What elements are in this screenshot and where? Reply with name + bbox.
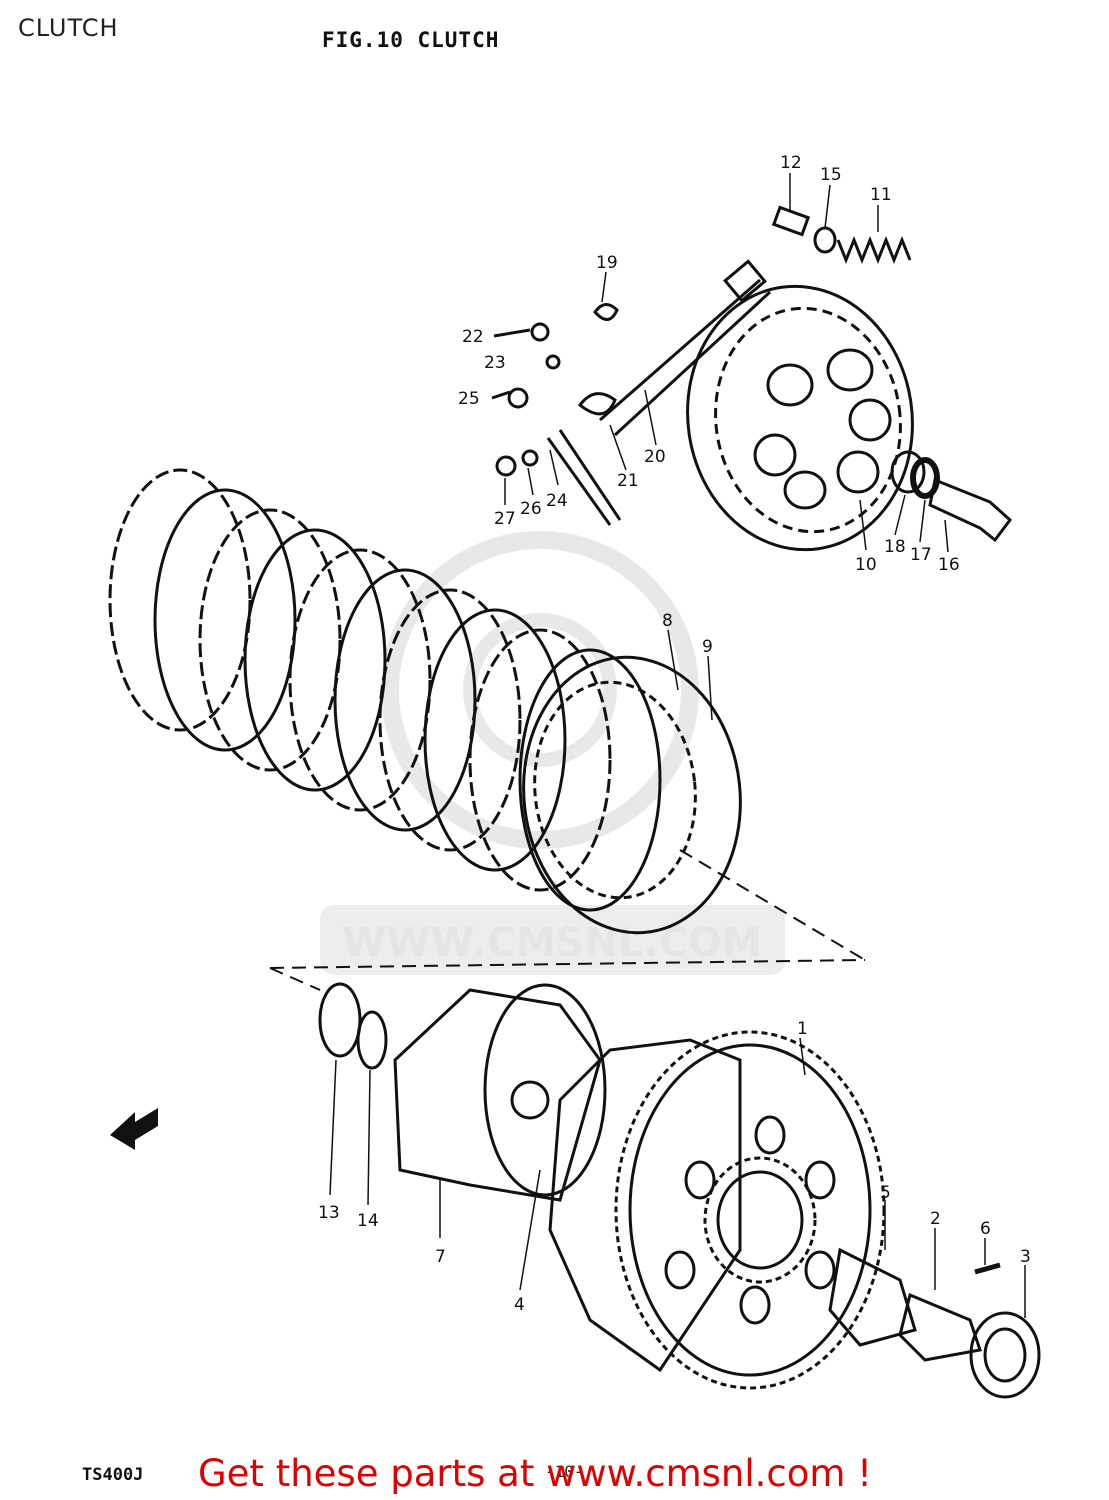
model-code: TS400J — [82, 1465, 144, 1485]
cta-link[interactable]: Get these parts at www.cmsnl.com ! — [198, 1452, 873, 1495]
callout-18: 18 — [884, 537, 906, 557]
callout-8: 8 — [662, 611, 673, 631]
callout-14: 14 — [357, 1211, 379, 1231]
clutch-plate-stack — [108, 468, 742, 935]
direction-arrow-icon — [110, 1108, 158, 1150]
spring-bolt-washer — [771, 205, 912, 265]
page-number: -10- — [545, 1462, 584, 1481]
section-label: CLUTCH — [18, 14, 119, 42]
assembly-guide-lines — [269, 849, 866, 991]
callout-21: 21 — [617, 471, 639, 491]
release-shaft — [546, 259, 772, 526]
small-fasteners — [491, 303, 619, 477]
leader-lines — [329, 173, 1026, 1318]
callout-25: 25 — [458, 389, 480, 409]
figure-title: FIG.10 CLUTCH — [322, 28, 500, 52]
callout-23: 23 — [484, 353, 506, 373]
callout-16: 16 — [938, 555, 960, 575]
callout-22: 22 — [462, 327, 484, 347]
push-piece — [890, 450, 1013, 543]
callout-13: 13 — [318, 1203, 340, 1223]
callout-7: 7 — [435, 1247, 446, 1267]
callout-15: 15 — [820, 165, 842, 185]
callout-20: 20 — [644, 447, 666, 467]
callout-6: 6 — [980, 1219, 991, 1239]
watermark-text: WWW.CMSNL.COM — [342, 920, 762, 966]
callout-26: 26 — [520, 499, 542, 519]
callout-3: 3 — [1020, 1247, 1031, 1267]
callout-10: 10 — [855, 555, 877, 575]
callout-9: 9 — [702, 637, 713, 657]
pressure-plate — [686, 284, 914, 552]
callout-19: 19 — [596, 253, 618, 273]
primary-driven-gear — [548, 1030, 886, 1390]
spacer-washer-pin — [828, 1247, 1041, 1399]
watermark: WWW.CMSNL.COM — [320, 531, 785, 975]
callout-5: 5 — [880, 1183, 891, 1203]
callout-4: 4 — [514, 1295, 525, 1315]
callout-2: 2 — [930, 1209, 941, 1229]
callout-27: 27 — [494, 509, 516, 529]
callout-12: 12 — [780, 153, 802, 173]
callout-17: 17 — [910, 545, 932, 565]
callout-11: 11 — [870, 185, 892, 205]
clutch-hub — [318, 982, 607, 1202]
part-callouts: 1 2 3 4 5 6 7 8 9 10 11 12 13 14 15 16 1… — [318, 153, 1031, 1315]
callout-1: 1 — [797, 1019, 808, 1039]
callout-24: 24 — [546, 491, 568, 511]
